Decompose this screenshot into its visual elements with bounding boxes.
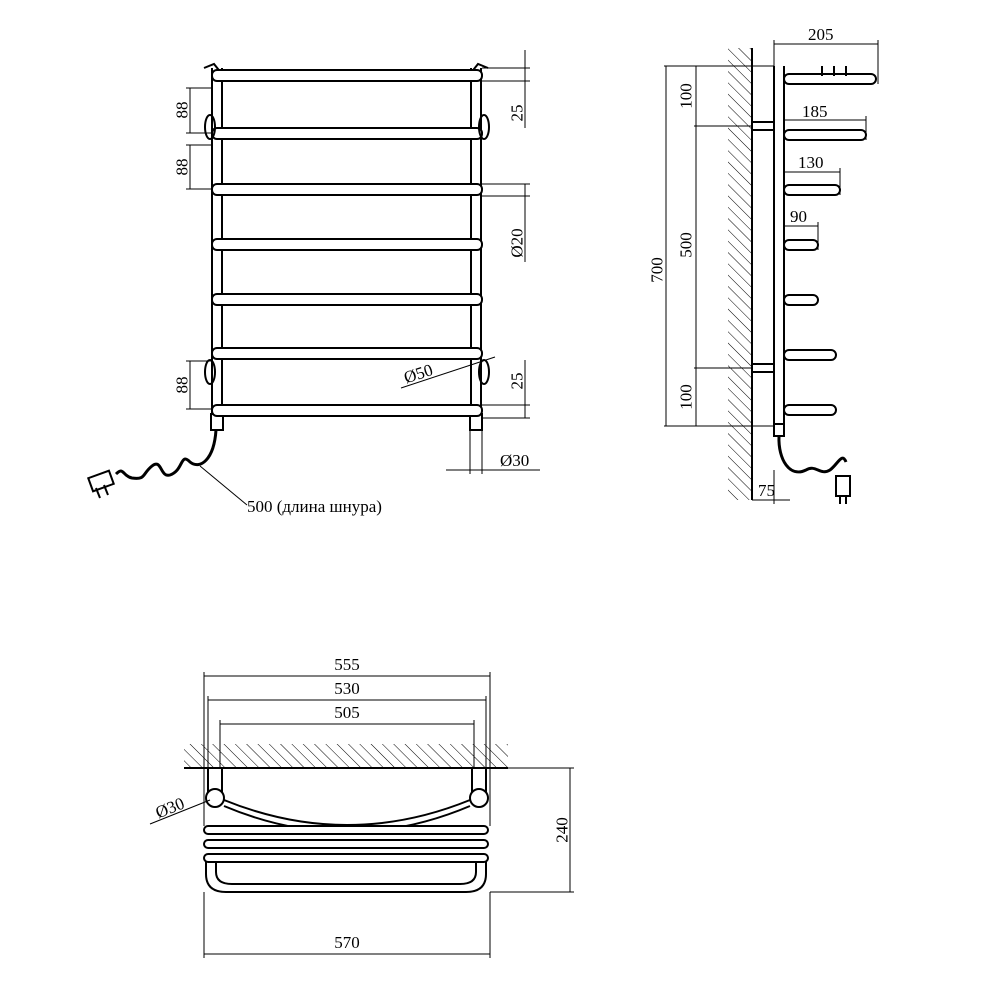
- side-power-cord: [777, 435, 848, 474]
- post-left-circle: [205, 788, 225, 808]
- dim-flange-diameter: Ø50: [401, 360, 435, 387]
- dim-pitch-mid: 88: [173, 159, 192, 176]
- dim-depth: 240: [553, 817, 572, 843]
- curved-rail-outer: [223, 799, 471, 826]
- wall-hatch-top: [184, 744, 508, 768]
- dim-depth-1: 205: [808, 25, 834, 44]
- cord-length-label: 500 (длина шнура): [247, 497, 382, 516]
- top-bar-3: [203, 853, 489, 863]
- rung-1: [211, 69, 483, 82]
- dim-width-overall: 570: [334, 933, 360, 952]
- flange-top-right: [478, 114, 490, 140]
- dim-wall-gap: 75: [758, 481, 775, 500]
- side-rung-5: [783, 294, 819, 306]
- front-right-dims: [400, 50, 540, 474]
- cord-leader: [199, 465, 248, 506]
- side-rung-4: [783, 239, 819, 251]
- front-view: 88 88 88 25 Ø20 25 Ø50 Ø30: [86, 50, 540, 516]
- top-bracket: [751, 121, 775, 131]
- rung-2: [211, 127, 483, 140]
- side-rung-6: [783, 349, 837, 361]
- dim-pitch-top: 88: [173, 102, 192, 119]
- bottom-bracket: [751, 363, 775, 373]
- side-rung-3: [783, 184, 841, 196]
- dim-top-offset: 25: [508, 105, 527, 122]
- dim-width-mid: 530: [334, 679, 360, 698]
- u-loop-inner: [215, 862, 477, 885]
- side-plug-icon: [835, 475, 851, 504]
- flange-bottom-left: [204, 359, 216, 385]
- plug-icon: [86, 469, 116, 499]
- rung-7: [211, 404, 483, 417]
- rung-6: [211, 347, 483, 360]
- rung-4: [211, 238, 483, 251]
- top-view: 555 530 505 240 Ø30 570: [149, 655, 574, 958]
- dim-bottom-offset: 25: [508, 373, 527, 390]
- side-dims: [664, 40, 879, 504]
- dim-post-diameter: Ø30: [500, 451, 529, 470]
- side-view: 700 500 100 100 205 185 130 90 75: [648, 25, 879, 504]
- dim-bottom-mount: 100: [677, 384, 696, 410]
- dim-pitch-bottom: 88: [173, 377, 192, 394]
- dim-width-outer: 555: [334, 655, 360, 674]
- rung-3: [211, 183, 483, 196]
- wall-hatch: [728, 48, 752, 500]
- dim-top-mount: 100: [677, 83, 696, 109]
- dim-width-inner: 505: [334, 703, 360, 722]
- power-cord: [114, 429, 218, 480]
- flange-bottom-right: [478, 359, 490, 385]
- top-bar-1: [203, 825, 489, 835]
- top-bar-2: [203, 839, 489, 849]
- dim-total-height: 700: [648, 257, 667, 283]
- post-right-circle: [469, 788, 489, 808]
- dim-top-post-diameter: Ø30: [153, 794, 187, 823]
- dim-mount-spacing: 500: [677, 232, 696, 258]
- side-rung-2: [783, 129, 867, 141]
- rung-5: [211, 293, 483, 306]
- side-post-foot: [773, 423, 785, 437]
- dim-depth-3: 130: [798, 153, 824, 172]
- front-left-dims: [186, 87, 212, 410]
- top-dims: [149, 672, 574, 958]
- dim-tube-diameter: Ø20: [508, 228, 527, 257]
- flange-top-left: [204, 114, 216, 140]
- dim-depth-4: 90: [790, 207, 807, 226]
- side-rung-7: [783, 404, 837, 416]
- u-loop-outer: [205, 862, 487, 893]
- side-rung-1: [783, 73, 877, 85]
- dim-depth-2: 185: [802, 102, 828, 121]
